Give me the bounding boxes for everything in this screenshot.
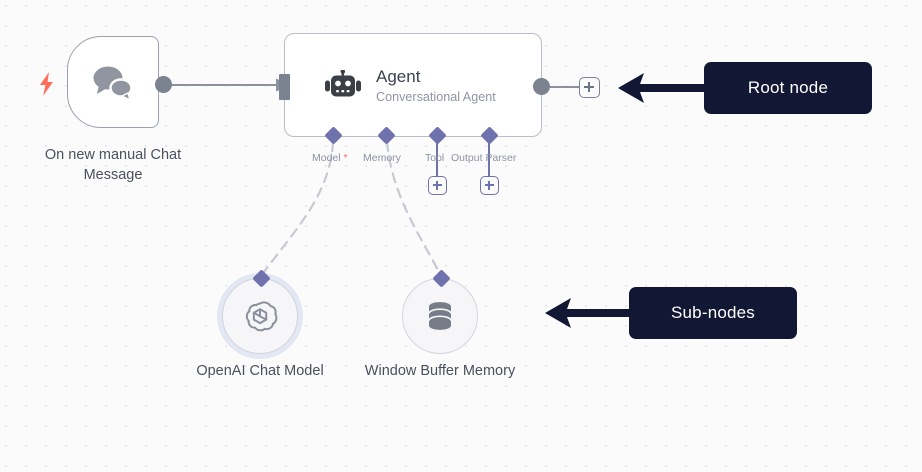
- trigger-node[interactable]: [67, 36, 159, 128]
- sub-nodes-callout: Sub-nodes: [629, 287, 797, 339]
- port-label-memory: Memory: [363, 152, 401, 164]
- lightning-bolt-icon: [40, 72, 53, 96]
- sub-nodes-callout-text: Sub-nodes: [670, 303, 756, 322]
- openai-chat-model-node[interactable]: [222, 278, 298, 354]
- edge-model-to-openai: [262, 140, 335, 274]
- root-node-callout: Root node: [704, 62, 872, 114]
- agent-node-title: Agent: [376, 67, 421, 86]
- agent-output-handle[interactable]: [533, 78, 550, 95]
- agent-node-subtitle: Conversational Agent: [376, 90, 496, 104]
- port-required-marker: *: [343, 152, 348, 164]
- openai-logo-icon: [245, 301, 278, 332]
- edge-memory-to-buffer: [385, 140, 441, 274]
- add-output-parser-button[interactable]: [480, 176, 499, 195]
- port-label-output-parser: Output Parser: [451, 152, 517, 164]
- window-buffer-memory-label: Window Buffer Memory: [364, 363, 516, 379]
- add-next-node-button[interactable]: [579, 77, 600, 98]
- add-tool-button[interactable]: [428, 176, 447, 195]
- robot-icon: [325, 70, 361, 97]
- trigger-output-handle[interactable]: [155, 76, 172, 93]
- trigger-node-label: On new manual Chat Message: [44, 147, 182, 183]
- openai-chat-model-label: OpenAI Chat Model: [196, 363, 324, 379]
- port-label-model: Model *: [312, 152, 348, 164]
- database-icon: [428, 302, 452, 330]
- root-node-callout-text: Root node: [747, 78, 829, 97]
- chat-bubbles-icon: [93, 66, 133, 102]
- port-label-model-text: Model: [312, 152, 341, 164]
- window-buffer-memory-node[interactable]: [402, 278, 478, 354]
- root-node-callout-arrow: [618, 73, 710, 103]
- agent-input-handle[interactable]: [279, 74, 290, 100]
- port-label-tool: Tool: [425, 152, 445, 164]
- sub-nodes-callout-arrow: [545, 298, 637, 328]
